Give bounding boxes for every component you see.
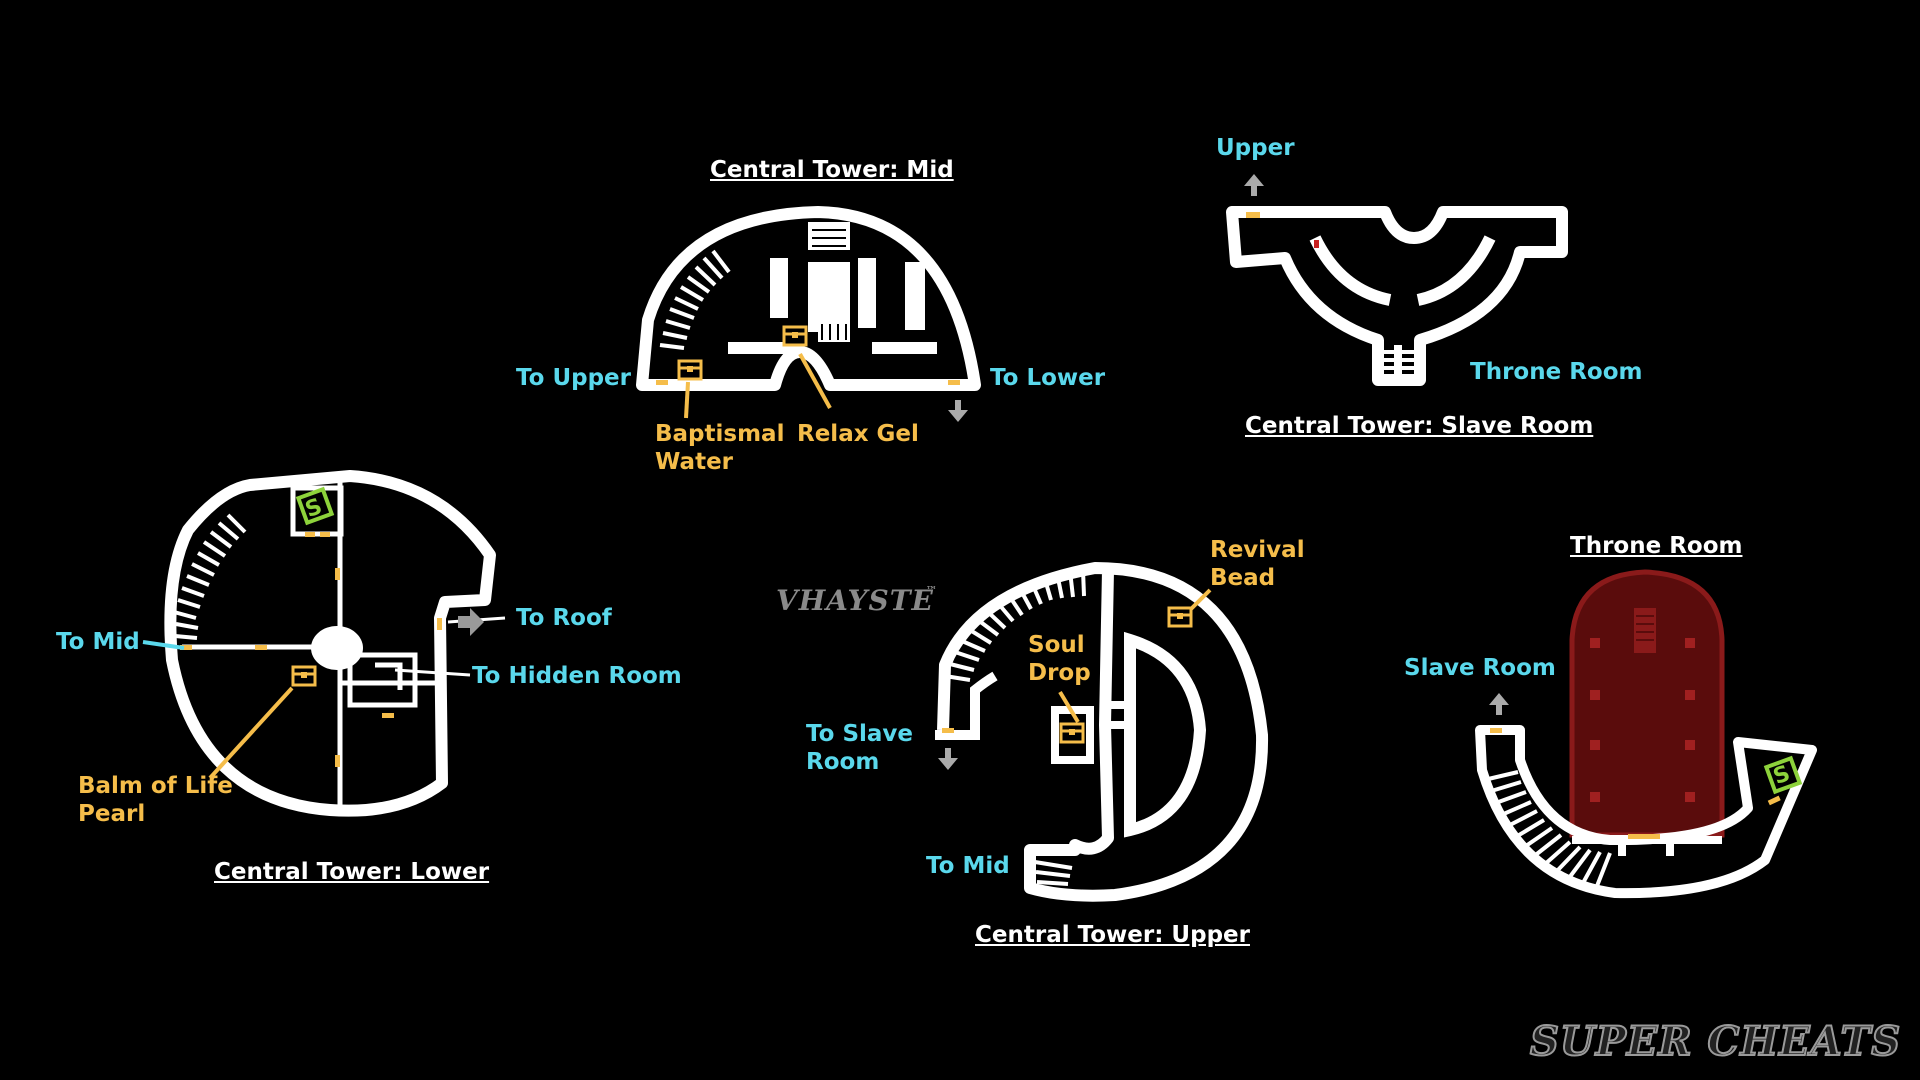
arrow-down-icon [938, 748, 958, 770]
title-central-tower-lower: Central Tower: Lower [214, 859, 490, 885]
label-lower-to-roof[interactable]: To Roof [516, 605, 612, 631]
map-central-tower-mid [636, 206, 981, 422]
arrow-up-icon [1244, 174, 1264, 196]
watermark-vhayste-tm: ™ [926, 584, 937, 597]
label-revival-bead: Revival Bead [1210, 537, 1305, 591]
label-lower-to-hidden-room[interactable]: To Hidden Room [472, 663, 682, 689]
map-central-tower-lower [142, 470, 506, 817]
title-throne-room: Throne Room [1570, 533, 1743, 559]
arrow-right-icon [458, 608, 484, 636]
watermark-vhayste: VHAYSTE [776, 584, 934, 617]
label-slave-throne-room[interactable]: Throne Room [1470, 359, 1643, 385]
label-upper-to-slave-room[interactable]: To Slave Room [806, 721, 914, 775]
map-central-tower-upper [935, 562, 1269, 902]
mid-exit-upper-marker [656, 380, 668, 385]
label-soul-drop: Soul Drop [1028, 632, 1091, 686]
lower-central-pillar [311, 626, 363, 670]
label-balm-of-life-pearl: Balm of Life Pearl [78, 773, 233, 827]
slave-exit-upper-marker [1246, 212, 1260, 218]
treasure-chest-icon [291, 665, 317, 687]
map-central-tower-slave-room [1226, 174, 1568, 386]
treasure-chest-icon [677, 359, 703, 381]
title-central-tower-slave-room: Central Tower: Slave Room [1245, 413, 1594, 439]
treasure-chest-icon [1167, 606, 1193, 628]
label-slave-upper[interactable]: Upper [1216, 135, 1295, 161]
treasure-chest-icon [782, 325, 808, 347]
label-upper-to-mid[interactable]: To Mid [926, 853, 1010, 879]
label-lower-to-mid[interactable]: To Mid [56, 629, 140, 655]
slave-red-marker [1314, 240, 1319, 248]
arrow-down-icon [948, 400, 968, 422]
title-central-tower-upper: Central Tower: Upper [975, 922, 1250, 948]
map-throne-room [1475, 569, 1817, 899]
watermark-super-cheats-logo: SUPER CHEATS [1529, 1017, 1902, 1066]
save-point-icon [1763, 755, 1803, 795]
label-throne-slave-room[interactable]: Slave Room [1404, 655, 1556, 681]
treasure-chest-icon [1059, 722, 1085, 744]
label-baptismal-water: Baptismal Water [655, 421, 785, 475]
arrow-up-icon [1489, 693, 1509, 715]
throne-exit-marker [1490, 728, 1502, 733]
label-mid-to-lower[interactable]: To Lower [990, 365, 1106, 391]
title-central-tower-mid: Central Tower: Mid [710, 157, 954, 183]
label-mid-to-upper[interactable]: To Upper [516, 365, 631, 391]
save-point-icon [295, 486, 335, 526]
label-relax-gel: Relax Gel [797, 421, 919, 447]
mid-stairs [659, 249, 731, 350]
lower-door-markers [180, 532, 442, 767]
mid-exit-lower-marker [948, 380, 960, 385]
upper-exit-slave-marker [942, 728, 954, 733]
